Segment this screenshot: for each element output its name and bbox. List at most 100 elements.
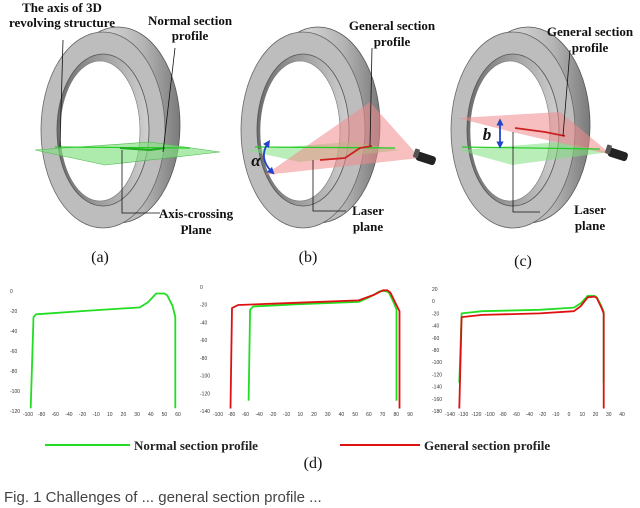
normal-profile-line [29, 292, 177, 409]
label-normal-l1: Normal section [148, 13, 233, 28]
x-tick-label: -100 [485, 412, 495, 418]
x-tick-label: -40 [65, 412, 72, 418]
panel-a: The axis of 3D revolving structure Norma… [9, 0, 234, 266]
x-tick-label: 60 [175, 412, 181, 418]
x-tick-label: -20 [269, 412, 276, 418]
angle-symbol: α [251, 151, 261, 170]
x-tick-label: -40 [256, 412, 263, 418]
label-plane-l1: Axis-crossing [159, 206, 234, 221]
x-tick-label: -100 [23, 412, 33, 418]
x-tick-label: -10 [552, 412, 559, 418]
normal-profile-line [458, 294, 605, 383]
x-tick-label: 20 [311, 412, 317, 418]
offset-symbol: b [483, 125, 492, 144]
x-tick-label: -80 [38, 412, 45, 418]
x-tick-label: -10 [93, 412, 100, 418]
y-tick-label: 0 [200, 285, 203, 291]
label-normal-l2: profile [172, 28, 209, 43]
x-tick-label: -40 [526, 412, 533, 418]
y-tick-label: -120 [10, 409, 20, 415]
y-tick-label: -20 [10, 309, 17, 315]
x-tick-label: 10 [298, 412, 304, 418]
x-tick-label: 30 [134, 412, 140, 418]
ring-a [40, 26, 181, 229]
x-tick-label: -20 [539, 412, 546, 418]
profile-chart-3: 200-20-40-60-80-100-120-140-160-180-140-… [432, 287, 625, 418]
x-tick-label: 0 [568, 412, 571, 418]
label-laser-c-l1: Laser [574, 202, 606, 217]
x-tick-label: -80 [228, 412, 235, 418]
panel-b: α General section profile Laser plane (b… [240, 18, 436, 266]
label-profile-b-l2: profile [374, 34, 411, 49]
x-tick-label: -130 [458, 412, 468, 418]
label-profile-b-l1: General section [349, 18, 436, 33]
label-laser-b-l1: Laser [352, 203, 384, 218]
angle-arrow-b [262, 140, 275, 175]
x-tick-label: -60 [242, 412, 249, 418]
x-tick-label: 50 [162, 412, 168, 418]
y-tick-label: -120 [432, 372, 442, 378]
x-tick-label: -140 [445, 412, 455, 418]
y-tick-label: -160 [432, 397, 442, 403]
y-tick-label: -60 [200, 338, 207, 344]
x-tick-label: 30 [606, 412, 612, 418]
y-tick-label: -120 [200, 391, 210, 397]
normal-profile-line [247, 290, 398, 401]
label-profile-c-l2: profile [572, 40, 609, 55]
panel-c: b General section profile Laser plane (c… [450, 24, 634, 270]
figure-caption-partial: Fig. 1 Challenges of ... general section… [4, 489, 322, 506]
caption-a: (a) [91, 249, 109, 266]
x-tick-label: 70 [380, 412, 386, 418]
y-tick-label: -100 [432, 360, 442, 366]
y-tick-label: -20 [200, 303, 207, 309]
x-tick-label: -80 [499, 412, 506, 418]
x-tick-label: -60 [513, 412, 520, 418]
label-profile-c-l1: General section [547, 24, 634, 39]
y-tick-label: -40 [432, 324, 439, 330]
laser-device-c [604, 144, 628, 162]
y-tick-label: -60 [432, 336, 439, 342]
caption-c: (c) [514, 253, 532, 270]
label-axis-l1: The axis of 3D [22, 0, 102, 15]
y-tick-label: -140 [432, 385, 442, 391]
general-profile-line [229, 289, 401, 409]
y-tick-label: -80 [432, 348, 439, 354]
x-tick-label: -60 [52, 412, 59, 418]
x-tick-label: 40 [148, 412, 154, 418]
y-tick-label: 0 [10, 289, 13, 295]
y-tick-label: -40 [10, 329, 17, 335]
normal-profile-mark-a [119, 147, 166, 152]
label-plane-l2: Plane [180, 222, 211, 237]
legend: Normal section profile General section p… [45, 438, 550, 453]
y-tick-label: -40 [200, 320, 207, 326]
x-tick-label: -100 [213, 412, 223, 418]
x-tick-label: -10 [283, 412, 290, 418]
legend-normal-label: Normal section profile [134, 438, 258, 453]
x-tick-label: 10 [580, 412, 586, 418]
y-tick-label: -180 [432, 409, 442, 415]
laser-device-b [412, 148, 436, 166]
y-tick-label: -60 [10, 349, 17, 355]
general-profile-mark-b [319, 145, 373, 161]
legend-general-label: General section profile [424, 438, 550, 453]
y-tick-label: -20 [432, 311, 439, 317]
x-tick-label: -20 [79, 412, 86, 418]
x-tick-label: 80 [394, 412, 400, 418]
x-tick-label: 40 [339, 412, 345, 418]
x-tick-label: 90 [407, 412, 413, 418]
x-tick-label: 10 [107, 412, 113, 418]
y-tick-label: -100 [200, 374, 210, 380]
x-tick-label: 40 [619, 412, 625, 418]
y-tick-label: -80 [200, 356, 207, 362]
caption-d: (d) [304, 455, 323, 472]
panel-d: 0-20-40-60-80-100-120-100-80-60-40-20-10… [10, 285, 625, 472]
laser-plane-b [265, 102, 420, 175]
caption-b: (b) [299, 249, 318, 266]
profile-chart-2: 0-20-40-60-80-100-120-140-100-80-60-40-2… [200, 285, 413, 418]
x-tick-label: -120 [471, 412, 481, 418]
x-tick-label: 50 [352, 412, 358, 418]
y-tick-label: -140 [200, 409, 210, 415]
x-tick-label: 20 [121, 412, 127, 418]
x-tick-label: 20 [593, 412, 599, 418]
